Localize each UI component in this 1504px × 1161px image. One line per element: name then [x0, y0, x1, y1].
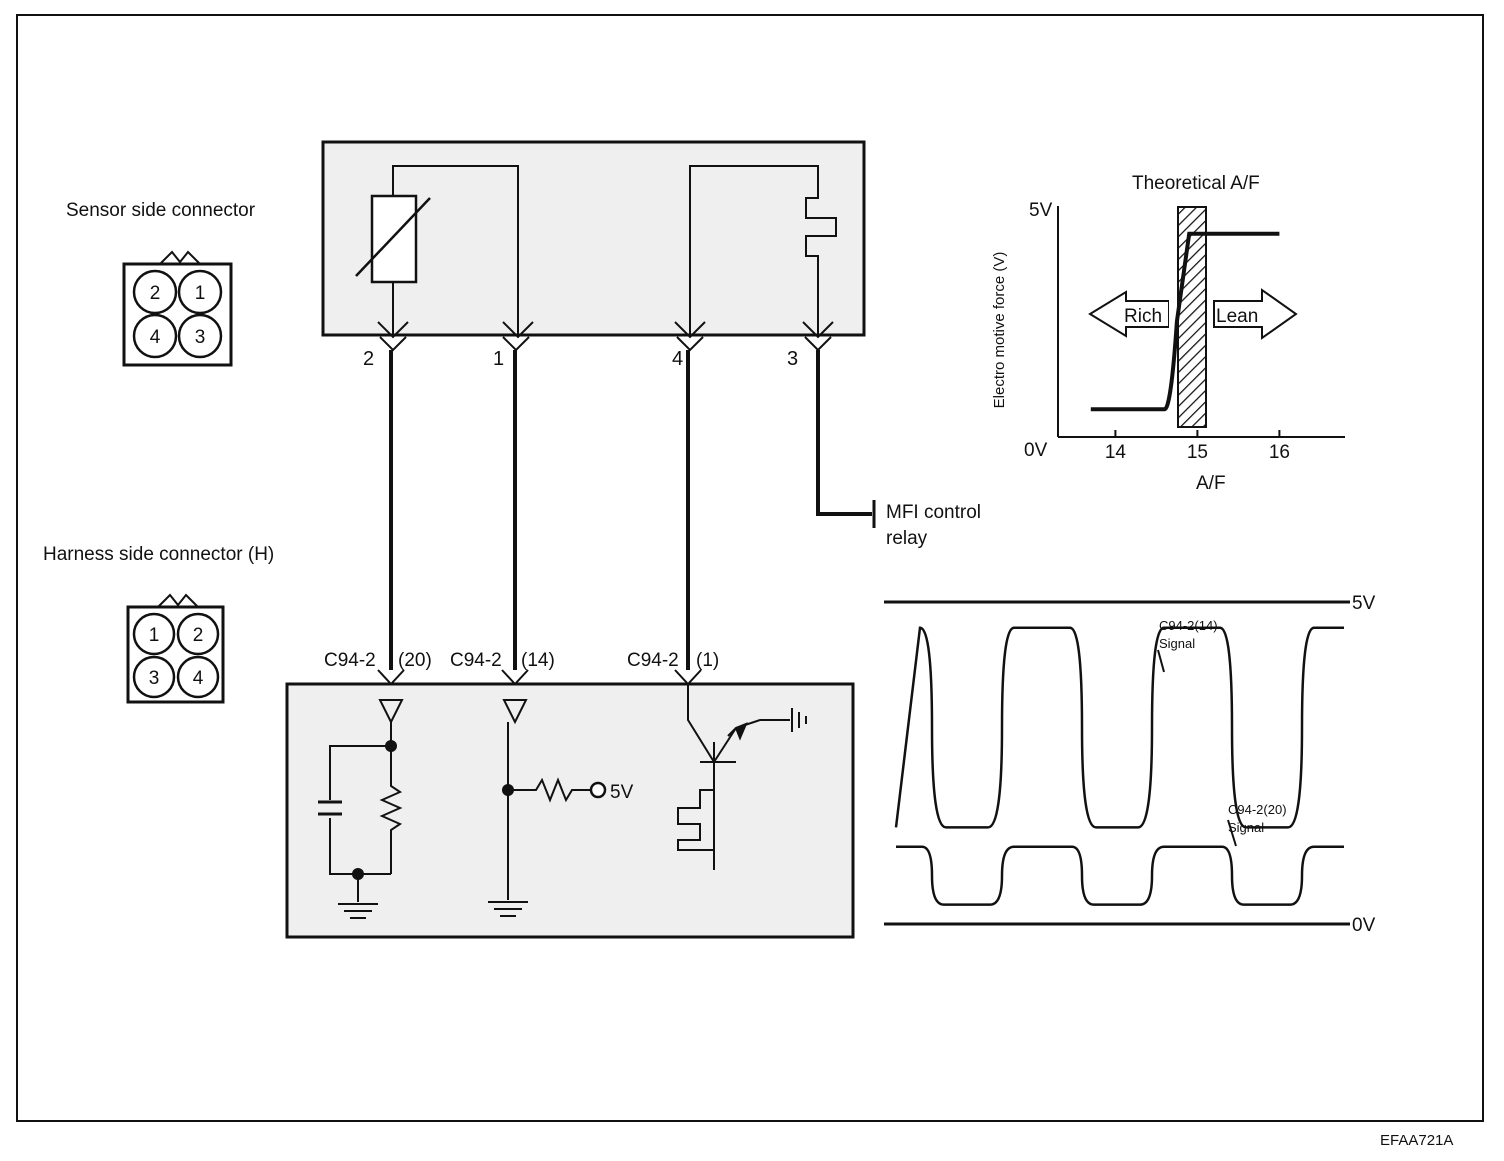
harness-connector-pin: 4 — [193, 668, 204, 689]
ground-icon — [338, 903, 378, 919]
signal-14-trace — [894, 626, 1344, 829]
af-chart-xlabel: A/F — [1196, 473, 1226, 494]
sensor-element-icon — [370, 194, 418, 284]
ecm-terminal-connector: C94-2 — [627, 650, 679, 671]
supply-terminal-icon — [589, 781, 607, 799]
sensor-connector-pin: 2 — [150, 283, 161, 304]
harness-connector-pin: 3 — [149, 668, 160, 689]
supply-voltage-label: 5V — [610, 782, 634, 803]
ecm-terminal-pin: (1) — [696, 650, 719, 671]
sensor-connector-pin: 3 — [195, 327, 206, 348]
signal-14-label: Signal — [1159, 636, 1195, 651]
rich-label: Rich — [1124, 306, 1162, 327]
af-chart-y-top: 5V — [1029, 200, 1053, 221]
wire-harness — [389, 350, 876, 670]
signal-20-label: C94-2(20) — [1228, 802, 1287, 817]
diagram-id: EFAA721A — [1380, 1132, 1453, 1149]
sensor-connector-title: Sensor side connector — [66, 200, 256, 221]
sensor-connector-icon: 2 1 4 3 — [122, 250, 233, 367]
af-chart-y-bottom: 0V — [1024, 440, 1048, 461]
diagram-frame — [16, 14, 1484, 1122]
transistor-icon — [735, 719, 790, 729]
signal-chart: 5V 0V C94-2(14) Signal C94-2(20) Signal — [884, 593, 1376, 936]
harness-connector-icon: 1 2 3 4 — [126, 593, 225, 704]
heater-icon — [689, 165, 837, 335]
af-chart: Theoretical A/F 5V 0V Electro motive for… — [991, 173, 1345, 494]
harness-connector-pin: 2 — [193, 625, 204, 646]
sensor-pin-label: 1 — [493, 348, 504, 370]
theoretical-af-band — [1177, 206, 1207, 428]
ecm-terminal-pin: (14) — [521, 650, 555, 671]
sensor-connector-pin: 4 — [150, 327, 161, 348]
signal-20-label: Signal — [1228, 820, 1264, 835]
signal-chart-top-label: 5V — [1352, 593, 1376, 614]
af-chart-title: Theoretical A/F — [1132, 173, 1260, 194]
signal-20-trace — [896, 845, 1344, 906]
relay-label: MFI control — [886, 502, 981, 523]
af-x-tick-label: 14 — [1105, 442, 1127, 463]
af-x-tick-label: 16 — [1269, 442, 1290, 463]
af-x-tick-label: 15 — [1187, 442, 1208, 463]
harness-connector-title: Harness side connector (H) — [43, 544, 274, 565]
sensor-pin-label: 4 — [672, 348, 683, 370]
signal-14-label: C94-2(14) — [1159, 618, 1218, 633]
af-chart-ylabel: Electro motive force (V) — [991, 252, 1008, 409]
ecm-box — [285, 669, 855, 939]
ecm-terminal-connector: C94-2 — [450, 650, 502, 671]
af-curve — [1090, 231, 1280, 412]
sensor-pin-label: 2 — [363, 348, 374, 370]
signal-chart-bottom-label: 0V — [1352, 915, 1376, 936]
lean-label: Lean — [1216, 306, 1258, 327]
relay-coil-icon — [677, 789, 714, 851]
ecm-terminal-pin: (20) — [398, 650, 432, 671]
sensor-connector-pin: 1 — [195, 283, 206, 304]
ground-icon — [488, 901, 528, 917]
harness-connector-pin: 1 — [149, 625, 160, 646]
sensor-pin-label: 3 — [787, 348, 798, 370]
relay-label: relay — [886, 528, 928, 549]
lean-arrow-icon — [1213, 288, 1298, 340]
ground-icon — [791, 708, 807, 732]
af-chart-ticks: 14 15 16 — [1105, 430, 1290, 463]
oxygen-sensor-box — [321, 140, 866, 352]
ecm-terminal-connector: C94-2 — [324, 650, 376, 671]
